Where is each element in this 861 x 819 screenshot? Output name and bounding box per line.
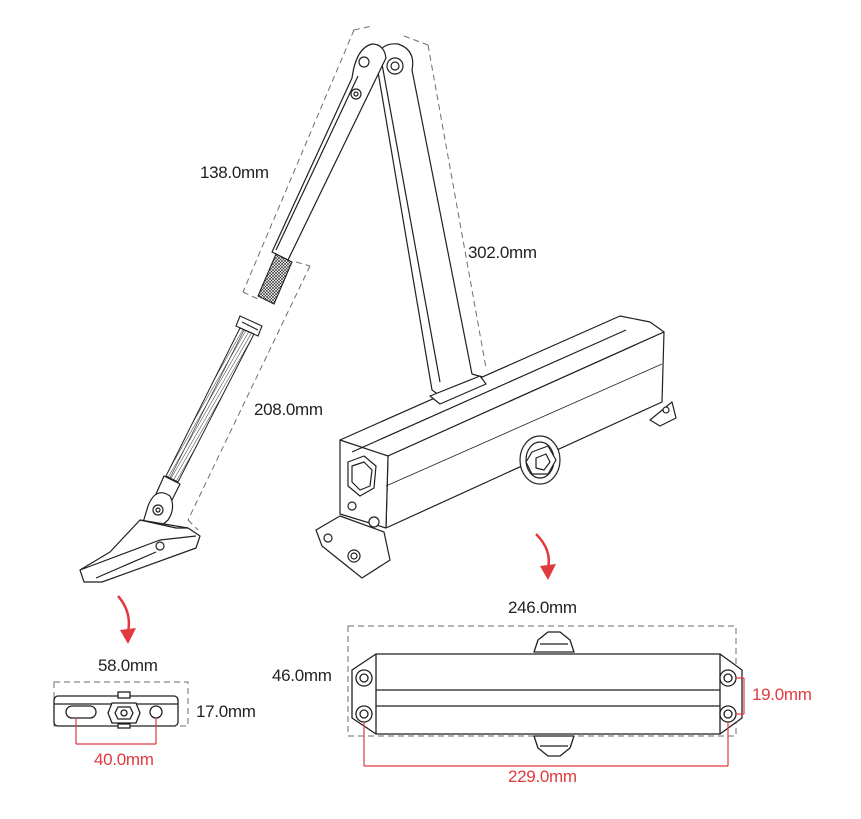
bracket-top-view	[53, 681, 189, 745]
arm-dimension-guides	[187, 25, 487, 531]
arm-shoe-bracket	[79, 475, 201, 583]
label-arm-upper: 138.0mm	[200, 163, 269, 182]
arm-adjust-nut	[235, 315, 263, 337]
label-bracket-length: 58.0mm	[98, 656, 158, 675]
closer-top-view	[347, 625, 745, 767]
label-bracket-hole-spacing: 40.0mm	[94, 750, 154, 769]
detail-arrows	[117, 533, 556, 644]
arm-knurled-grip	[257, 253, 293, 305]
label-closer-hole-vertical: 19.0mm	[752, 685, 812, 704]
label-closer-hole-horizontal: 229.0mm	[508, 767, 577, 786]
closer-body-3d	[315, 315, 677, 579]
label-closer-length: 246.0mm	[508, 598, 577, 617]
label-arm-main: 302.0mm	[468, 243, 537, 262]
threaded-rod	[165, 327, 255, 483]
upper-arm	[271, 43, 387, 261]
label-arm-lower: 208.0mm	[254, 400, 323, 419]
main-arm	[375, 43, 487, 401]
label-bracket-height: 17.0mm	[196, 702, 256, 721]
label-closer-height: 46.0mm	[272, 666, 332, 685]
